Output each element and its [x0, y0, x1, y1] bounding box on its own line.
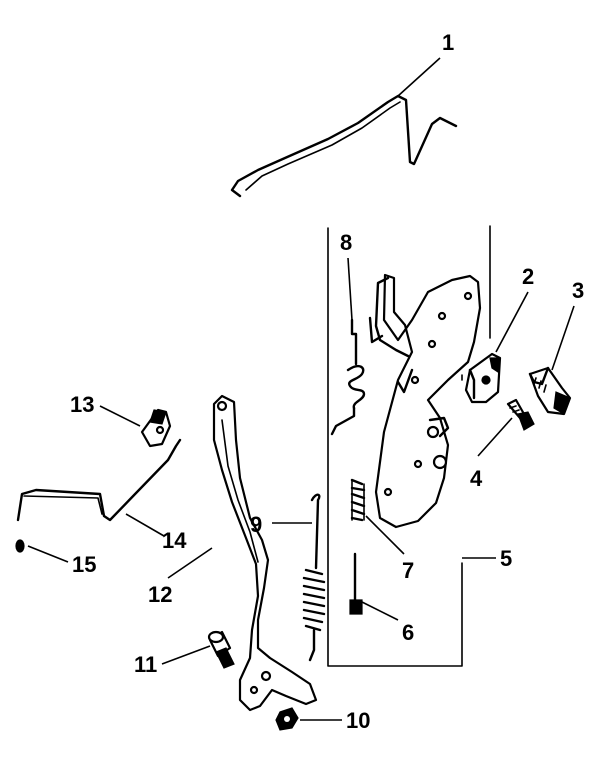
leader-12 [167, 547, 213, 579]
part-5-assembly-outline [327, 225, 491, 667]
part-8-spring [330, 318, 366, 436]
leader-1 [397, 57, 441, 97]
leader-13 [99, 405, 141, 427]
callout-10: 10 [346, 708, 370, 733]
part-3-bolt [528, 366, 572, 416]
callout-6: 6 [402, 620, 414, 645]
callout-1: 1 [442, 30, 454, 55]
callout-12: 12 [148, 582, 172, 607]
callout-7: 7 [402, 558, 414, 583]
leader-15 [27, 545, 69, 563]
part-7-compression-spring [350, 478, 366, 522]
part-2-clip [464, 352, 502, 404]
callout-14: 14 [162, 528, 187, 553]
leader-2 [495, 291, 529, 353]
callout-labels: 1 2 3 4 5 6 7 8 9 10 11 12 13 14 15 [70, 30, 584, 733]
callout-11: 11 [134, 652, 157, 677]
part-9-extension-spring [302, 493, 326, 662]
leader-6 [361, 601, 399, 621]
part-1-governor-rod [230, 94, 458, 198]
leader-14 [125, 513, 165, 537]
part-4-screw [506, 398, 535, 431]
part-10-nut [275, 707, 299, 731]
part-15-nut [15, 539, 25, 553]
callout-8: 8 [340, 230, 352, 255]
callout-3: 3 [572, 278, 584, 303]
part-11-shoulder-bolt [207, 630, 235, 669]
part-6-pin [349, 552, 363, 615]
callout-15: 15 [72, 552, 96, 577]
leader-7 [365, 515, 405, 555]
part-5-control-bracket [368, 273, 482, 529]
leader-4 [477, 417, 513, 457]
leader-11 [161, 645, 211, 665]
callout-4: 4 [470, 466, 483, 491]
callout-2: 2 [522, 264, 534, 289]
callout-13: 13 [70, 392, 94, 417]
part-13-clamp [140, 408, 172, 448]
leader-8 [347, 257, 353, 321]
part-12-control-lever [212, 394, 318, 712]
leader-lines [27, 57, 575, 721]
part-14-link-rod [16, 438, 182, 522]
callout-5: 5 [500, 546, 512, 571]
callout-9: 9 [250, 512, 262, 537]
leader-3 [551, 305, 575, 371]
